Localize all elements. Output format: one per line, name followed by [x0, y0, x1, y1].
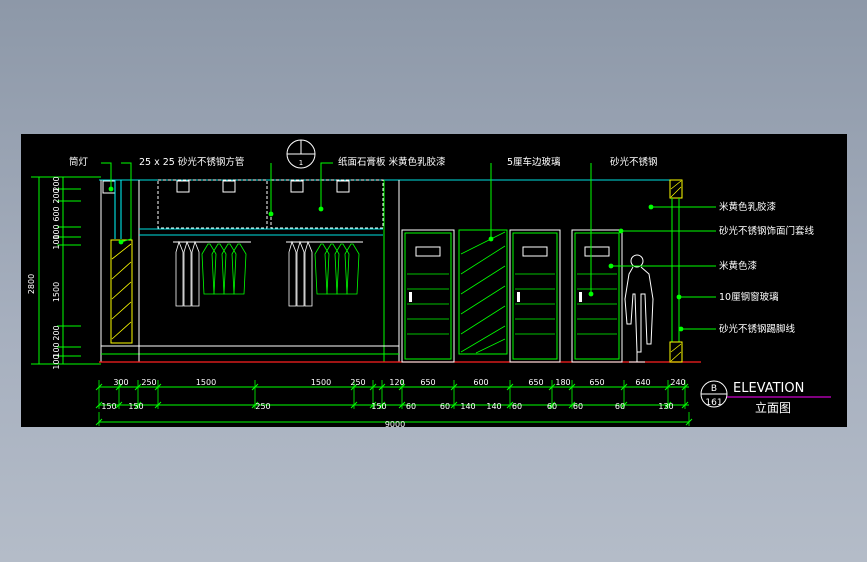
- left-dimension-chain: [31, 176, 101, 365]
- label-beige-latex: 米黄色乳胶漆: [719, 201, 777, 213]
- dim-total: 9000: [385, 420, 405, 427]
- dim-row1-label: 180: [555, 378, 570, 387]
- label-gypsum-board: 纸面石膏板 米黄色乳胶漆: [338, 156, 446, 168]
- label-door-trim: 砂光不锈钢饰面门套线: [719, 225, 815, 237]
- cad-drawing-canvas: 2800 200 200 600 100 100 1500 200 100 10…: [21, 134, 847, 429]
- label-sanded-steel: 砂光不锈钢: [610, 156, 658, 168]
- dim-row2-label: 60: [547, 402, 557, 411]
- dim-row2-label: 150: [101, 402, 116, 411]
- label-glass-5mm: 5厘车边玻璃: [507, 156, 561, 168]
- title-block: B 161 ELEVATION 立面图: [700, 380, 831, 415]
- dim-row2-label: 60: [406, 402, 416, 411]
- bottom-dimension-lines: [99, 386, 689, 423]
- dim-left-0: 200: [52, 176, 61, 191]
- dim-row1-label: 250: [141, 378, 156, 387]
- door-handle: [517, 292, 520, 302]
- garment-shirt: [304, 240, 313, 307]
- label-skirting: 砂光不锈钢踢脚线: [719, 323, 796, 335]
- dim-row1-label: 300: [113, 378, 128, 387]
- dim-row1-label: 640: [635, 378, 650, 387]
- leader-lines: [101, 162, 716, 330]
- section-mark: 1: [286, 139, 316, 169]
- dim-row1-label: 650: [528, 378, 543, 387]
- dim-row2-label: 150: [371, 402, 386, 411]
- garment-shirt: [296, 240, 305, 307]
- title-badge-bottom: 161: [705, 398, 722, 408]
- hanging-rails: [139, 228, 383, 243]
- glass-mirror-panel: [458, 229, 508, 355]
- garment-shirt: [175, 240, 184, 307]
- dim-row2-label: 150: [128, 402, 143, 411]
- leader-dots: [108, 186, 684, 332]
- section-mark-number: 1: [299, 159, 303, 167]
- dim-row2-label: 140: [486, 402, 501, 411]
- dim-row1-label: 120: [389, 378, 404, 387]
- dim-row1-label: 1500: [196, 378, 216, 387]
- dim-row1-label: 240: [670, 378, 685, 387]
- dim-left-2: 600: [52, 206, 61, 221]
- dim-row1-label: 600: [473, 378, 488, 387]
- garment-shirt: [183, 240, 192, 307]
- dim-row2-label: 130: [658, 402, 673, 411]
- title-badge-top: B: [711, 384, 717, 394]
- mannequin: [624, 254, 654, 363]
- dim-left-4: 100: [52, 234, 61, 249]
- label-downlight: 筒灯: [69, 156, 89, 168]
- spotlights: [176, 180, 350, 193]
- garment-group: [175, 240, 247, 307]
- garment-jacket: [344, 243, 360, 295]
- dimension-row-2: 150 150 250 150 60 60 140 140 60 60 60 60 130: [101, 402, 673, 411]
- door-sign: [522, 246, 548, 257]
- dim-row1-label: 650: [589, 378, 604, 387]
- hanging-garments: [175, 240, 360, 307]
- dim-left-6: 200: [52, 325, 61, 340]
- dim-left-8: 100: [52, 354, 61, 369]
- dim-row2-label: 60: [573, 402, 583, 411]
- cabinet-doors: [401, 229, 623, 363]
- dim-left-1: 200: [52, 188, 61, 203]
- door-sign: [415, 246, 441, 257]
- title-chinese: 立面图: [755, 400, 791, 415]
- dim-row2-label: 250: [255, 402, 270, 411]
- dim-row1-label: 250: [350, 378, 365, 387]
- cabinet-door: [401, 229, 455, 363]
- right-wall-section: [669, 179, 683, 363]
- garment-jacket: [231, 243, 247, 295]
- display-bay-1: [157, 179, 268, 229]
- dim-row2-label: 60: [440, 402, 450, 411]
- dim-row2-label: 140: [460, 402, 475, 411]
- door-handle: [409, 292, 412, 302]
- title-english: ELEVATION: [733, 381, 804, 396]
- dim-left-3: 100: [52, 224, 61, 239]
- dim-row2-label: 60: [615, 402, 625, 411]
- dimension-row-1: 300 250 1500 1500 250 120 650 600 650 180 650 640 24…: [113, 378, 685, 387]
- dim-row1-label: 1500: [311, 378, 331, 387]
- cabinet-door: [509, 229, 561, 363]
- dim-row2-label: 60: [512, 402, 522, 411]
- garment-group: [288, 240, 360, 307]
- label-square-tube: 25 x 25 砂光不锈钢方管: [139, 156, 244, 168]
- dim-left-7: 100: [52, 342, 61, 357]
- dimension-ticks: [95, 380, 693, 426]
- dim-left-5: 1500: [52, 282, 61, 302]
- door-handle: [579, 292, 582, 302]
- left-mirror-panel: [110, 239, 133, 344]
- label-tempered-glass: 10厘钢窗玻璃: [719, 291, 779, 303]
- dim-row1-label: 650: [420, 378, 435, 387]
- garment-shirt: [191, 240, 200, 307]
- display-bay-2: [270, 179, 384, 229]
- dim-left-total: 2800: [27, 274, 36, 294]
- elevation-drawing: 2800 200 200 600 100 100 1500 200 100 10…: [27, 139, 831, 429]
- garment-shirt: [288, 240, 297, 307]
- cabinet-door: [571, 229, 623, 363]
- wall-outline: [99, 179, 701, 363]
- downlight-fixture: [102, 180, 122, 239]
- label-beige-paint: 米黄色漆: [719, 260, 758, 272]
- door-sign: [584, 246, 610, 257]
